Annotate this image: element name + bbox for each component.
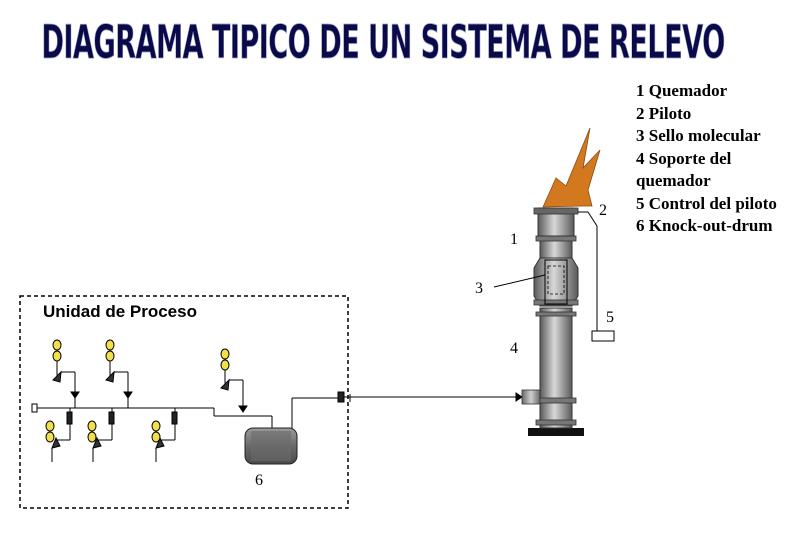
flame: [542, 127, 601, 208]
pilot-control-box: [591, 330, 615, 342]
process-unit-box: [19, 295, 349, 509]
label-3: 3: [475, 280, 483, 297]
label-6: 6: [255, 472, 263, 489]
legend-item: 4 Soporte del quemador: [636, 148, 732, 191]
label-1: 1: [510, 231, 518, 248]
relief-valve-bottom-2: [87, 411, 115, 462]
process-unit-title: Unidad de Proceso: [43, 302, 197, 321]
legend-item: 5 Control del piloto: [636, 193, 777, 213]
component-legend: 1 Quemador 2 Piloto 3 Sello molecular 4 …: [636, 80, 798, 238]
relief-valve-bottom-1: [45, 411, 73, 462]
relief-valve-top-1: [52, 339, 80, 399]
relief-valve-top-3: [220, 348, 248, 413]
label-2: 2: [599, 202, 607, 219]
label-5: 5: [606, 309, 614, 326]
pilot-line: [578, 211, 598, 332]
diagram-title: DIAGRAMA TIPICO DE UN SISTEMA DE RELEVO: [41, 15, 724, 69]
stack-base: [528, 428, 584, 436]
flare-header-line: [337, 391, 523, 403]
knock-out-drum: [244, 427, 298, 465]
legend-item: 3 Sello molecular: [636, 126, 761, 145]
legend-item: 1 Quemador: [636, 81, 728, 100]
legend-item: 2 Piloto: [636, 103, 692, 123]
relief-valve-top-2: [105, 339, 133, 399]
flare-stack: [521, 207, 584, 436]
legend-item: 6 Knock-out-drum: [636, 216, 773, 235]
seal-leader-line: [493, 274, 546, 288]
label-4: 4: [510, 340, 518, 357]
relief-valve-bottom-3: [151, 411, 178, 462]
relief-header-piping: [31, 390, 338, 438]
